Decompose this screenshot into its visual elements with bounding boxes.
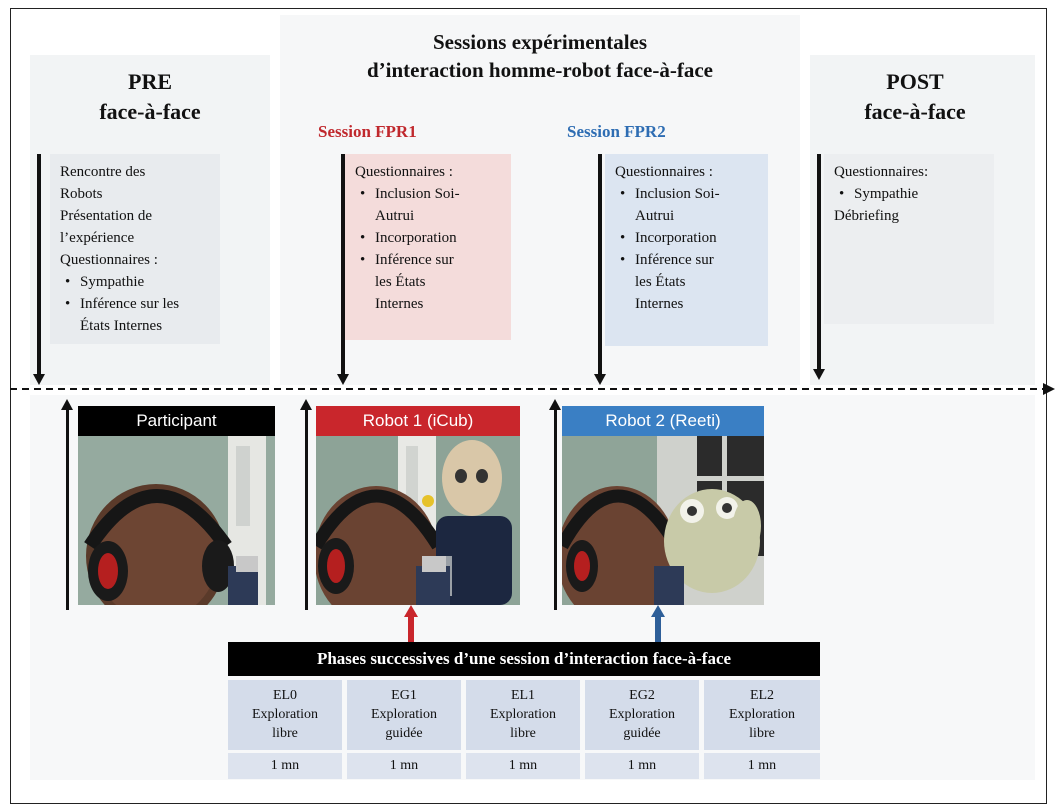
session-fpr1-label: Session FPR1 — [318, 122, 417, 141]
pre-down-arrowhead — [33, 374, 45, 385]
participant-photo-image — [78, 406, 275, 628]
participant-up-arrowhead — [61, 399, 73, 410]
pre-box-item: Inférence sur les États Internes — [65, 293, 210, 337]
pre-box-line: Rencontre des — [60, 164, 146, 180]
robot2-up-arrow — [554, 410, 557, 610]
robot2-photo-image — [556, 406, 764, 626]
phase-desc-1: Exploration — [489, 707, 557, 722]
post-title-line2: face-à-face — [864, 99, 966, 124]
main-title: Sessions expérimentales d’interaction ho… — [280, 28, 800, 84]
fpr2-box-list: Inclusion Soi-Autrui Incorporation Infér… — [615, 183, 758, 315]
timeline-dashed-arrow — [10, 383, 1055, 395]
phase-code: EL1 — [510, 688, 536, 703]
post-title-line1: POST — [886, 69, 944, 94]
phase-code: EL0 — [272, 688, 298, 703]
fpr2-box-item: Incorporation — [620, 227, 744, 249]
phase-code: EL2 — [749, 688, 775, 703]
pre-title-line2: face-à-face — [99, 99, 201, 124]
fpr1-box-item: Incorporation — [360, 227, 483, 249]
phase-cell: EL0 Exploration libre — [228, 680, 342, 750]
phase-desc-2: libre — [510, 726, 536, 741]
post-info-box: Questionnaires: Sympathie Débriefing — [824, 154, 994, 324]
post-down-arrow — [817, 154, 821, 371]
fpr1-box-list: Inclusion Soi-Autrui Incorporation Infér… — [355, 183, 501, 315]
robot1-photo-image — [310, 406, 520, 626]
pre-box-line: Robots — [60, 186, 103, 202]
phase-cell: EL2 Exploration libre — [704, 680, 820, 750]
post-box-after: Débriefing — [834, 208, 899, 224]
fpr2-info-box: Questionnaires : Inclusion Soi-Autrui In… — [605, 154, 768, 346]
fpr1-box-line: Questionnaires : — [355, 164, 453, 180]
participant-label: Participant — [78, 406, 275, 436]
pre-box-line: l’expérience — [60, 230, 135, 246]
session-fpr2-label: Session FPR2 — [567, 122, 666, 141]
phase-duration: 1 mn — [347, 753, 461, 779]
phase-duration: 1 mn — [228, 753, 342, 779]
phase-cell: EL1 Exploration libre — [466, 680, 580, 750]
phase-code: EG2 — [629, 688, 655, 703]
main-title-line2: d’interaction homme-robot face-à-face — [367, 58, 713, 82]
phase-duration: 1 mn — [466, 753, 580, 779]
post-title: POST face-à-face — [820, 67, 1010, 127]
phase-cell: EG2 Exploration guidée — [585, 680, 699, 750]
main-title-line1: Sessions expérimentales — [432, 30, 648, 54]
phase-desc-1: Exploration — [728, 707, 796, 722]
pre-box-line: Questionnaires : — [60, 252, 158, 268]
fpr1-phase-arrow — [404, 605, 418, 645]
participant-photo: Participant — [78, 406, 275, 628]
fpr1-info-box: Questionnaires : Inclusion Soi-Autrui In… — [345, 154, 511, 340]
phase-desc-2: libre — [272, 726, 298, 741]
pre-info-box: Rencontre des Robots Présentation de l’e… — [50, 154, 220, 344]
robot1-label: Robot 1 (iCub) — [316, 406, 520, 436]
fpr2-box-item: Inférence sur les États Internes — [620, 249, 744, 315]
pre-down-arrow — [37, 154, 41, 376]
fpr2-down-arrow — [598, 154, 602, 376]
fpr1-box-item: Inclusion Soi-Autrui — [360, 183, 483, 227]
phase-cell: EG1 Exploration guidée — [347, 680, 461, 750]
diagram-frame — [10, 8, 1047, 804]
fpr1-box-item: Inférence sur les États Internes — [360, 249, 483, 315]
pre-title-line1: PRE — [128, 69, 172, 94]
pre-title: PRE face-à-face — [60, 67, 240, 127]
fpr2-phase-arrow — [651, 605, 665, 645]
phase-desc-1: Exploration — [251, 707, 319, 722]
post-box-line: Questionnaires: — [834, 164, 929, 180]
robot2-photo: Robot 2 (Reeti) — [556, 406, 764, 626]
phase-duration: 1 mn — [704, 753, 820, 779]
post-down-arrowhead — [813, 369, 825, 380]
pre-box-line: Présentation de — [60, 208, 153, 224]
phase-desc-2: libre — [749, 726, 775, 741]
pre-box-list: Sympathie Inférence sur les États Intern… — [60, 271, 210, 337]
phase-duration: 1 mn — [585, 753, 699, 779]
phase-desc-2: guidée — [385, 726, 423, 741]
phase-desc-1: Exploration — [608, 707, 676, 722]
pre-box-item: Sympathie — [65, 271, 210, 293]
phases-title: Phases successives d’une session d’inter… — [228, 642, 820, 676]
phase-code: EG1 — [391, 688, 417, 703]
fpr1-down-arrow — [341, 154, 345, 376]
participant-up-arrow — [66, 410, 69, 610]
robot1-photo: Robot 1 (iCub) — [310, 406, 520, 626]
phase-desc-2: guidée — [623, 726, 661, 741]
fpr1-down-arrowhead — [337, 374, 349, 385]
fpr2-down-arrowhead — [594, 374, 606, 385]
fpr2-box-line: Questionnaires : — [615, 164, 713, 180]
robot2-up-arrowhead — [549, 399, 561, 410]
post-box-list: Sympathie — [834, 183, 984, 205]
robot1-up-arrow — [305, 410, 308, 610]
post-box-item: Sympathie — [839, 183, 984, 205]
robot1-up-arrowhead — [300, 399, 312, 410]
robot2-label: Robot 2 (Reeti) — [562, 406, 764, 436]
phase-desc-1: Exploration — [370, 707, 438, 722]
fpr2-box-item: Inclusion Soi-Autrui — [620, 183, 744, 227]
